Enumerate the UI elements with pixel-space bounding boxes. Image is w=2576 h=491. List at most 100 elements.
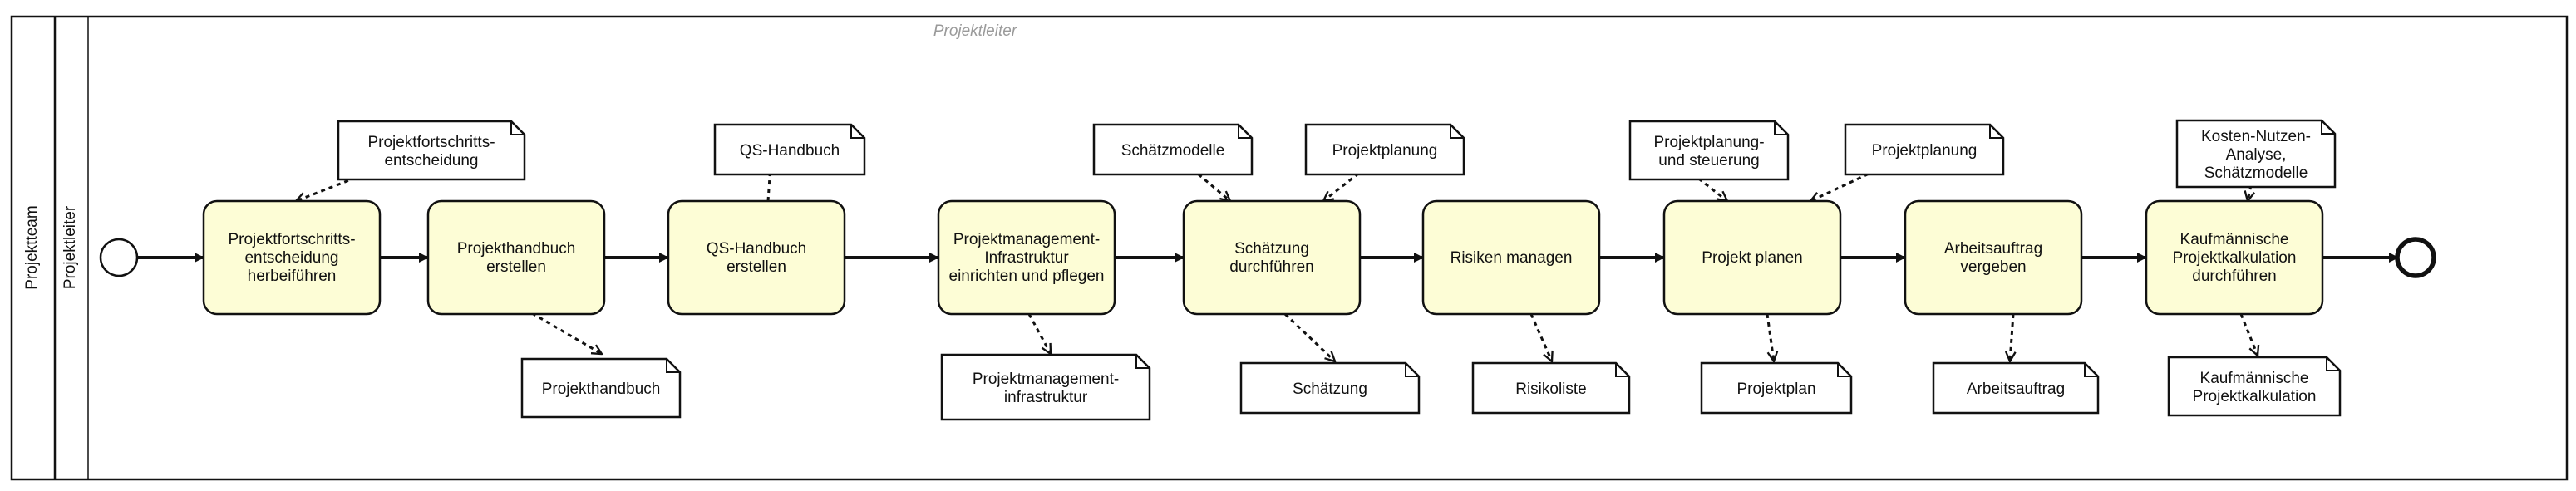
task-shape[interactable] [937,199,1116,316]
task-shape[interactable] [1182,199,1362,316]
task-label: vergeben [1960,258,2026,276]
task-label: erstellen [486,258,546,276]
task-shape[interactable] [667,199,846,316]
task-shape[interactable] [1421,199,1601,316]
artifact-label: Projektplanung [1872,142,1978,160]
task-t7[interactable]: Projekt planen [1662,199,1842,316]
artifact-a4[interactable]: Projektmanagement-infrastruktur [940,353,1151,421]
artifact-label: Projektmanagement- [973,371,1119,388]
artifact-a8[interactable]: Risikoliste [1471,361,1631,415]
document-shape[interactable] [1844,123,2005,176]
artifact-a6[interactable]: Projektplanung [1304,123,1465,176]
artifact-a12[interactable]: Arbeitsauftrag [1932,361,2100,415]
document-shape[interactable] [940,353,1151,421]
task-shape[interactable] [1662,199,1842,316]
artifact-label: Projekthandbuch [542,381,661,398]
task-label: Projektkalkulation [2173,249,2297,267]
artifact-a3[interactable]: QS-Handbuch [713,123,866,176]
artifact-a13[interactable]: Kosten-Nutzen-Analyse,Schätzmodelle [2175,119,2337,189]
artifact-a11[interactable]: Projektplan [1700,361,1853,415]
end-event[interactable] [2395,237,2436,278]
task-label: entscheidung [244,249,338,267]
document-shape[interactable] [520,357,682,419]
task-label: Risiken managen [1451,249,1573,267]
document-fold-icon [510,121,525,135]
task-label: einrichten und pflegen [949,268,1105,285]
document-fold-icon [2084,363,2098,377]
data-association-arrow [1027,313,1052,354]
document-shape[interactable] [713,123,866,176]
artifact-a9[interactable]: Projektplanung-und steuerung [1628,120,1790,181]
document-fold-icon [2326,357,2340,371]
artifact-a1[interactable]: Projektfortschritts-entscheidung [337,120,526,181]
document-shape[interactable] [1092,123,1254,176]
data-association-arrow [1529,313,1552,361]
document-fold-icon [1238,125,1252,139]
artifact-label: Kosten-Nutzen- [2201,128,2311,145]
document-fold-icon [1774,121,1788,135]
artifact-a7[interactable]: Schätzung [1239,361,1421,415]
artifact-label: Projektfortschritts- [367,134,495,151]
document-fold-icon [666,359,680,373]
document-shape[interactable] [1304,123,1465,176]
data-association-arrow [1283,312,1335,361]
task-label: erstellen [727,258,786,276]
artifact-label: Kaufmännische [2200,370,2309,387]
document-shape[interactable] [1471,361,1631,415]
node-layer: Projektfortschritts-entscheidungherbeifü… [99,119,2436,421]
task-t6[interactable]: Risiken managen [1421,199,1601,316]
artifact-label: Schätzung [1293,381,1367,398]
lane-title: Projektleiter [933,22,1017,40]
task-t4[interactable]: Projektmanagement-Infrastruktureinrichte… [937,199,1116,316]
document-shape[interactable] [1932,361,2100,415]
artifact-label: entscheidung [384,152,478,169]
pool-frame [10,15,2569,481]
task-label: Infrastruktur [984,249,1069,267]
document-fold-icon [850,125,864,139]
task-t9[interactable]: KaufmännischeProjektkalkulationdurchführ… [2145,199,2324,316]
task-label: Arbeitsauftrag [1944,240,2042,258]
data-association-arrow [531,312,602,354]
artifact-label: Risikoliste [1515,381,1587,398]
task-label: durchführen [1229,258,1313,276]
document-shape[interactable] [1628,120,1790,181]
task-label: Projekt planen [1702,249,1802,267]
document-fold-icon [2321,120,2335,135]
document-fold-icon [1989,125,2003,139]
document-fold-icon [1405,363,1419,377]
task-shape[interactable] [426,199,606,316]
task-shape[interactable] [1904,199,2083,316]
task-shape[interactable] [202,199,382,316]
artifact-a5[interactable]: Schätzmodelle [1092,123,1254,176]
artifact-label: Projektplanung [1332,142,1438,160]
artifact-a10[interactable]: Projektplanung [1844,123,2005,176]
document-shape[interactable] [2167,356,2342,417]
data-association-arrow [1766,313,1774,361]
task-label: Schätzung [1234,240,1309,258]
artifact-label: Projektplan [1736,381,1815,398]
task-label: Kaufmännische [2180,231,2289,248]
task-label: Projektfortschritts- [228,231,355,248]
artifact-label: Arbeitsauftrag [1967,381,2065,398]
document-shape[interactable] [1239,361,1421,415]
document-shape[interactable] [1700,361,1853,415]
artifact-a2[interactable]: Projekthandbuch [520,357,682,419]
task-label: QS-Handbuch [707,240,806,258]
document-fold-icon [1450,125,1464,139]
data-association-arrow [2010,313,2013,361]
task-shape[interactable] [2145,199,2324,316]
start-event[interactable] [99,238,139,277]
artifact-label: Schätzmodelle [1121,142,1225,160]
document-fold-icon [1837,363,1851,377]
document-shape[interactable] [2175,119,2337,189]
document-shape[interactable] [337,120,526,181]
task-t1[interactable]: Projektfortschritts-entscheidungherbeifü… [202,199,382,316]
artifact-label: Schätzmodelle [2204,164,2308,182]
artifact-label: und steuerung [1658,152,1760,169]
